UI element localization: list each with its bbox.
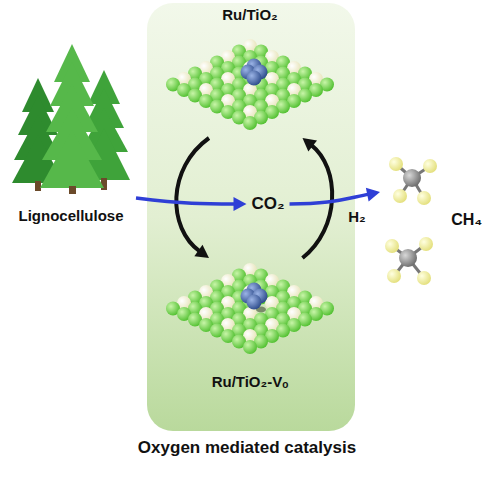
edge-label: H₂ <box>346 208 368 225</box>
node-label: Ru/TiO₂ <box>222 6 278 23</box>
pine-trees <box>12 44 130 194</box>
arrow-head <box>366 188 380 202</box>
connector-arrow <box>176 138 209 252</box>
caption: Oxygen mediated catalysis <box>0 438 494 458</box>
ru-tio2-slab <box>166 39 334 130</box>
node-label: Ru/TiO₂-Vₒ <box>212 373 289 390</box>
arrow-head <box>194 245 209 258</box>
methane-molecules <box>385 157 437 285</box>
diagram-node: Lignocellulose <box>6 38 136 224</box>
connector-arrow <box>136 198 235 204</box>
diagram-node: CH₄ <box>380 150 488 290</box>
diagram-node: CO₂ <box>246 191 289 217</box>
diagram-node: Ru/TiO₂-Vₒ <box>168 258 332 390</box>
node-label: CO₂ <box>251 194 284 214</box>
catalysis-panel <box>147 3 355 431</box>
arrow-head <box>233 197 246 211</box>
node-label: Lignocellulose <box>18 207 123 224</box>
node-label: CH₄ <box>451 211 482 229</box>
connector-arrow <box>290 194 370 204</box>
arrow-head <box>302 138 317 152</box>
ru-tio2-vacancy-slab <box>166 263 334 354</box>
diagram-node: Ru/TiO₂ <box>168 6 332 138</box>
